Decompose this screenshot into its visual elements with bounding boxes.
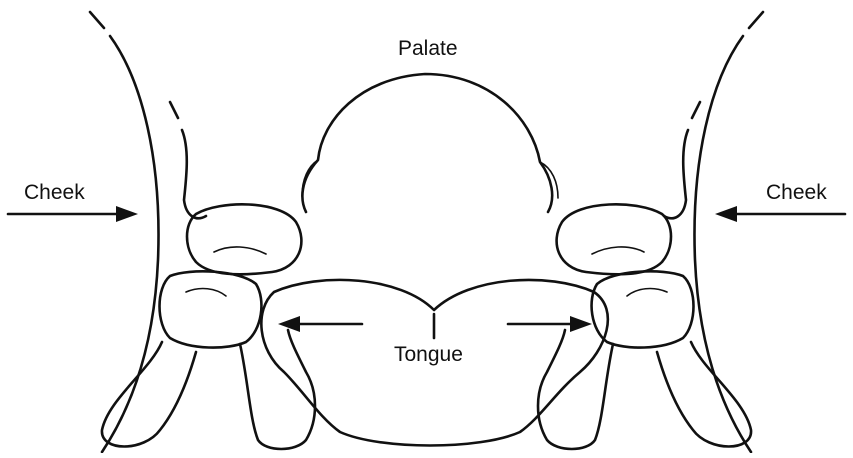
palate-fold-left: [302, 160, 318, 196]
molar-upper-right-groove: [592, 247, 644, 254]
palate-label: Palate: [398, 38, 458, 59]
cheek-left-label: Cheek: [24, 182, 85, 203]
molar-lower-left-groove: [186, 289, 226, 296]
cheek-right-label: Cheek: [766, 182, 827, 203]
cheek-arrow-left-head: [116, 206, 138, 222]
tongue-arrow-right-head: [570, 316, 592, 332]
cheek-arrow-right-head: [715, 206, 737, 222]
molar-upper-left: [187, 204, 301, 274]
molar-lower-right-groove: [627, 289, 667, 296]
cheek-left-outline: [90, 12, 159, 452]
molar-lower-left: [160, 271, 262, 347]
molar-upper-right: [557, 204, 671, 274]
cheek-right-outline: [694, 12, 763, 452]
palate-outline: [302, 74, 552, 212]
molar-upper-left-groove: [214, 247, 266, 254]
gum-upper-left: [170, 102, 206, 218]
tongue-label: Tongue: [394, 344, 463, 365]
